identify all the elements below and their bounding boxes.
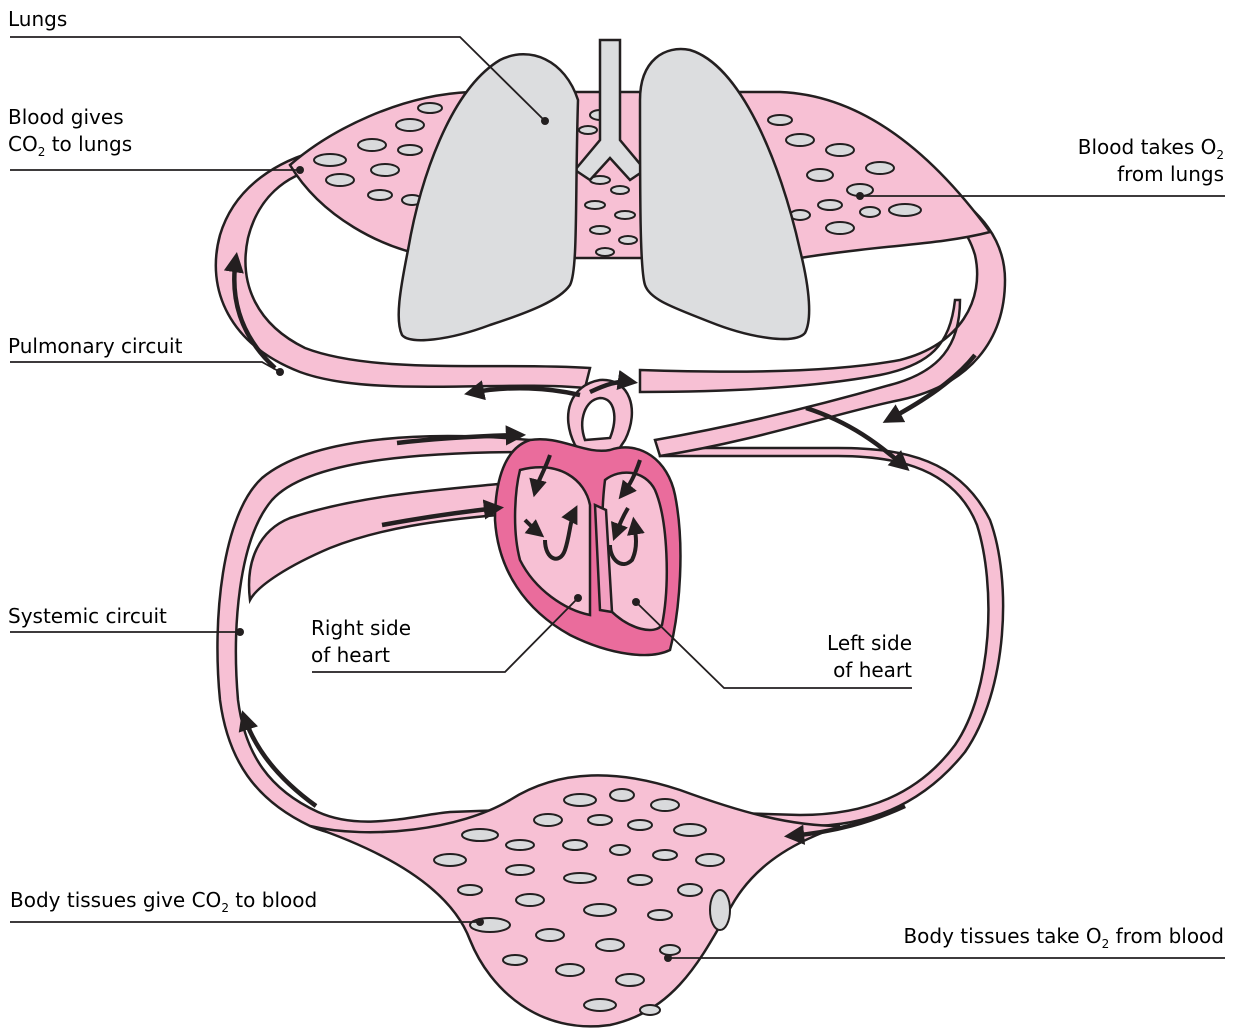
right-side-heart-label: Right side of heart [311, 615, 411, 669]
pulmonary-circuit-label: Pulmonary circuit [8, 333, 182, 360]
heart [495, 380, 680, 655]
left-side-heart-line1: Left side [827, 630, 912, 657]
blood-gives-co2-line2: CO2 to lungs [8, 131, 132, 158]
blood-takes-o2-line2: from lungs [1078, 161, 1224, 188]
right-side-heart-line1: Right side [311, 615, 411, 642]
systemic-circuit-label: Systemic circuit [8, 603, 167, 630]
blood-takes-o2-line1: Blood takes O2 [1078, 134, 1224, 161]
left-side-heart-line2: of heart [827, 657, 912, 684]
blood-gives-co2-label: Blood gives CO2 to lungs [8, 104, 132, 158]
blood-gives-co2-line1: Blood gives [8, 104, 132, 131]
tissues-take-o2-label: Body tissues take O2 from blood [903, 923, 1224, 950]
right-side-heart-line2: of heart [311, 642, 411, 669]
blood-takes-o2-label: Blood takes O2 from lungs [1078, 134, 1224, 188]
left-side-heart-label: Left side of heart [827, 630, 912, 684]
tissues-give-co2-label: Body tissues give CO2 to blood [10, 887, 317, 914]
lungs-label: Lungs [8, 6, 67, 33]
